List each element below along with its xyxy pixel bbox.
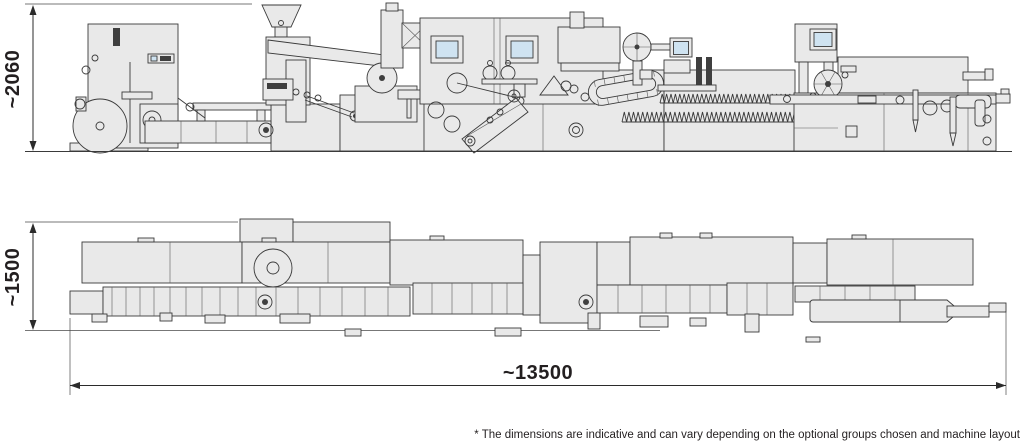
hmi-screen-3-icon bbox=[669, 37, 693, 58]
plan-upper-guards bbox=[239, 218, 391, 243]
hmi-screen-4-icon bbox=[809, 28, 837, 51]
footnote: * The dimensions are indicative and can … bbox=[474, 429, 1021, 441]
product-hopper bbox=[261, 4, 302, 38]
infeed-tables bbox=[144, 97, 274, 144]
height-dimension-label: ~2060 bbox=[2, 50, 24, 109]
height-dimension: ~2060 bbox=[2, 3, 252, 151]
side-elevation-view bbox=[25, 2, 1012, 154]
plan-discharge-conveyor bbox=[809, 299, 1007, 323]
depth-dimension: ~1500 bbox=[2, 221, 238, 330]
sealing-drum-station bbox=[354, 2, 429, 123]
star-wheel-icon bbox=[813, 69, 843, 99]
hmi-screen-1-icon bbox=[430, 35, 464, 64]
depth-dimension-label: ~1500 bbox=[2, 248, 24, 307]
forming-station bbox=[262, 36, 401, 123]
length-dimension-label: ~13500 bbox=[503, 362, 573, 384]
hmi-screen-2-icon bbox=[505, 35, 539, 64]
cartoner-section bbox=[769, 23, 1011, 152]
feeding-unit bbox=[557, 11, 717, 92]
length-dimension: ~13500 bbox=[69, 312, 1007, 395]
plan-view bbox=[25, 218, 1007, 343]
punching-transfer-unit bbox=[427, 72, 584, 154]
reel-unwinder-station bbox=[69, 23, 179, 154]
plan-mechanism-band bbox=[69, 282, 916, 317]
plan-feet-details bbox=[91, 312, 821, 343]
